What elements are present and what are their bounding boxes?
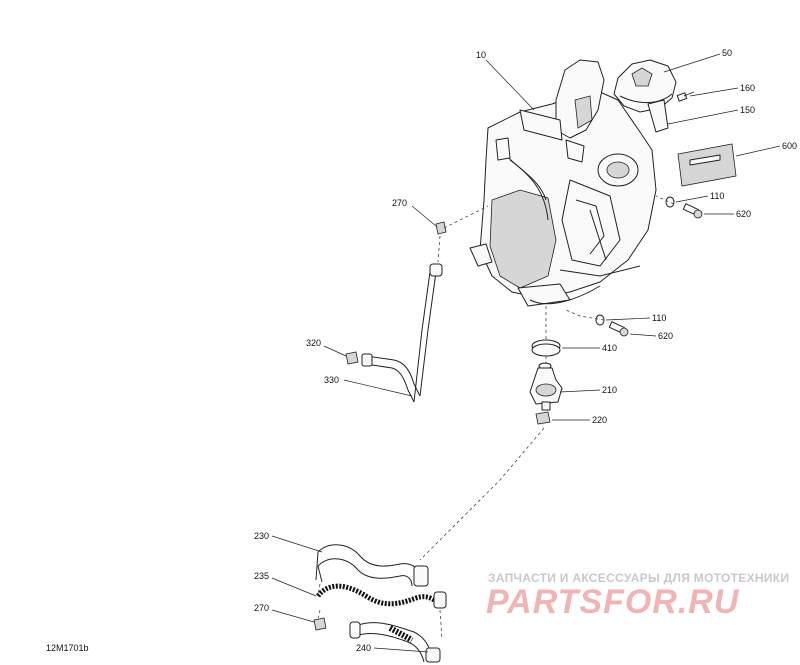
callout-330: 330 bbox=[324, 375, 339, 385]
hose-illustration-330 bbox=[361, 263, 443, 403]
callout-160: 160 bbox=[740, 83, 755, 93]
screw-illustration bbox=[676, 91, 695, 102]
watermark-tagline: ЗАПЧАСТИ И АКСЕССУАРЫ ДЛЯ МОТОТЕХНИКИ bbox=[488, 571, 789, 585]
callout-240: 240 bbox=[356, 643, 371, 653]
clamp-illustration-small bbox=[535, 411, 551, 425]
callout-410: 410 bbox=[602, 343, 617, 353]
bracket-illustration bbox=[647, 99, 669, 133]
callout-620-lower: 620 bbox=[658, 331, 673, 341]
hose-illustration-240 bbox=[349, 621, 441, 663]
callout-230: 230 bbox=[254, 531, 269, 541]
callout-150: 150 bbox=[740, 105, 755, 115]
leader-lines bbox=[271, 53, 781, 653]
corrugated-hose-illustration-235 bbox=[316, 583, 447, 609]
hose-illustration-230 bbox=[315, 544, 429, 587]
clamp-illustration-upper bbox=[435, 221, 447, 235]
washer-and-bolt-upper bbox=[665, 196, 703, 219]
callout-110-upper: 110 bbox=[710, 191, 724, 201]
clamp-ring-illustration bbox=[531, 339, 561, 357]
label-plate-illustration bbox=[677, 143, 737, 187]
callout-210: 210 bbox=[602, 385, 617, 395]
callout-235: 235 bbox=[254, 571, 269, 581]
callout-320: 320 bbox=[306, 338, 321, 348]
assembly-dashed-lines bbox=[317, 195, 675, 641]
clamp-illustration-lower bbox=[313, 617, 327, 631]
fuel-cap-illustration bbox=[613, 59, 677, 113]
clamp-illustration-left bbox=[345, 351, 359, 365]
callout-50: 50 bbox=[722, 48, 732, 58]
valve-illustration bbox=[529, 362, 563, 411]
watermark: ЗАПЧАСТИ И АКСЕССУАРЫ ДЛЯ МОТОТЕХНИКИ PA… bbox=[486, 571, 789, 621]
watermark-logo: PARTSFOR.RU bbox=[486, 583, 740, 621]
callout-labels: 10 50 160 150 600 110 620 270 110 620 41… bbox=[254, 48, 797, 653]
washer-and-bolt-lower bbox=[595, 314, 629, 337]
callout-270-upper: 270 bbox=[392, 198, 407, 208]
callout-220: 220 bbox=[592, 415, 607, 425]
fuel-tank-illustration bbox=[469, 59, 657, 307]
callout-620-upper: 620 bbox=[736, 209, 751, 219]
callout-110-lower: 110 bbox=[652, 313, 666, 323]
callout-270-lower: 270 bbox=[254, 603, 269, 613]
diagram-reference-id: 12M1701b bbox=[46, 643, 89, 653]
callout-10: 10 bbox=[476, 50, 486, 60]
callout-600: 600 bbox=[782, 141, 797, 151]
